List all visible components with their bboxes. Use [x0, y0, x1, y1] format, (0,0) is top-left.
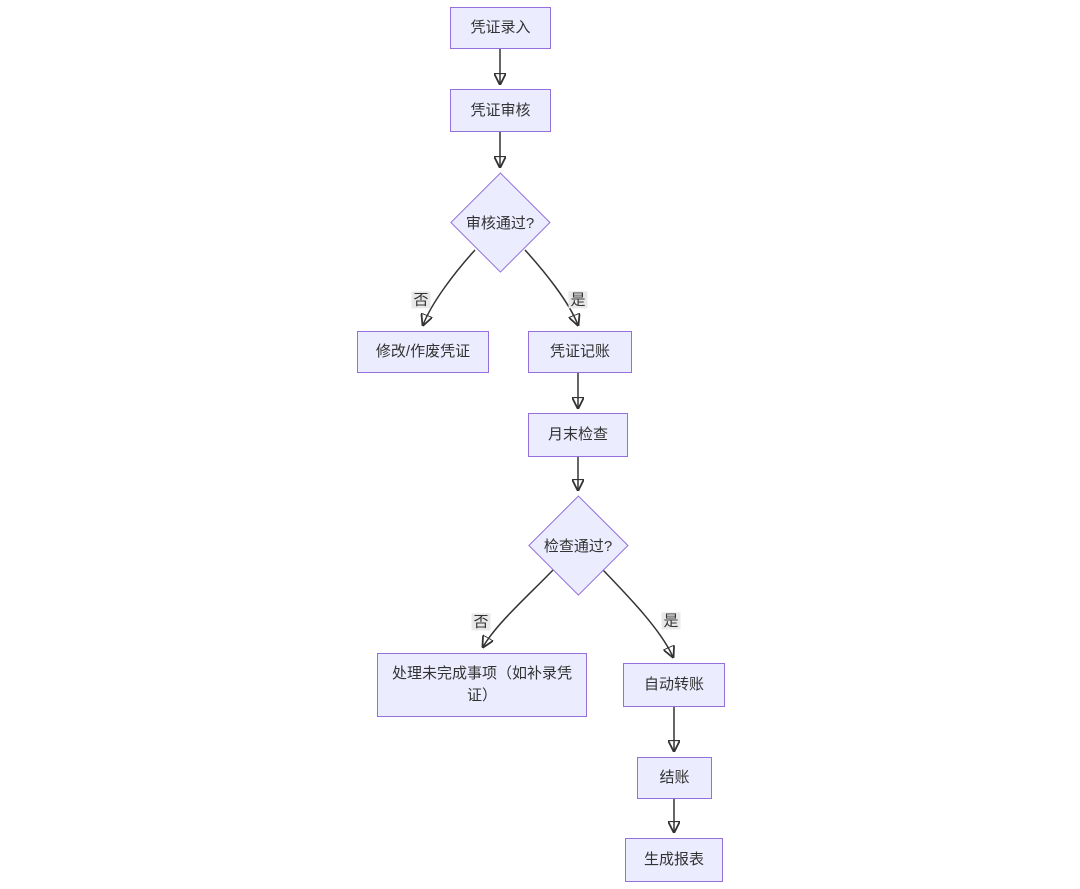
edge-label-check-no: 否	[471, 613, 491, 631]
node-modify-void-voucher: 修改/作废凭证	[357, 331, 489, 373]
node-check-decision: 检查通过?	[527, 494, 629, 596]
node-label: 自动转账	[643, 676, 704, 694]
node-label: 处理未完成事项（如补录凭证）	[391, 665, 572, 704]
edge-decision-yes-posting	[524, 249, 578, 325]
node-label: 凭证审核	[470, 101, 531, 119]
node-generate-report: 生成报表	[625, 838, 723, 882]
node-label: 审核通过?	[465, 214, 535, 232]
node-month-end-check: 月末检查	[528, 413, 628, 457]
edge-label-review-yes: 是	[568, 291, 588, 309]
node-voucher-posting: 凭证记账	[528, 331, 632, 373]
edge-label-review-no: 否	[411, 291, 431, 309]
edge-checkdecision-yes-transfer	[602, 569, 673, 657]
node-review-decision: 审核通过?	[449, 171, 551, 273]
node-label: 结账	[659, 769, 690, 787]
node-label: 月末检查	[547, 426, 608, 444]
node-label: 凭证录入	[470, 19, 531, 37]
node-auto-transfer: 自动转账	[623, 663, 725, 707]
edge-checkdecision-no-pending	[483, 569, 554, 647]
node-label: 生成报表	[643, 851, 704, 869]
node-label: 修改/作废凭证	[375, 343, 471, 361]
node-closing: 结账	[637, 757, 712, 799]
edge-label-check-yes: 是	[661, 612, 681, 630]
node-handle-pending-items: 处理未完成事项（如补录凭证）	[377, 653, 587, 717]
node-voucher-review: 凭证审核	[450, 89, 551, 132]
node-voucher-entry: 凭证录入	[450, 7, 551, 49]
edge-decision-no-modify	[423, 249, 476, 325]
node-label: 检查通过?	[543, 537, 613, 555]
node-label: 凭证记账	[549, 343, 610, 361]
